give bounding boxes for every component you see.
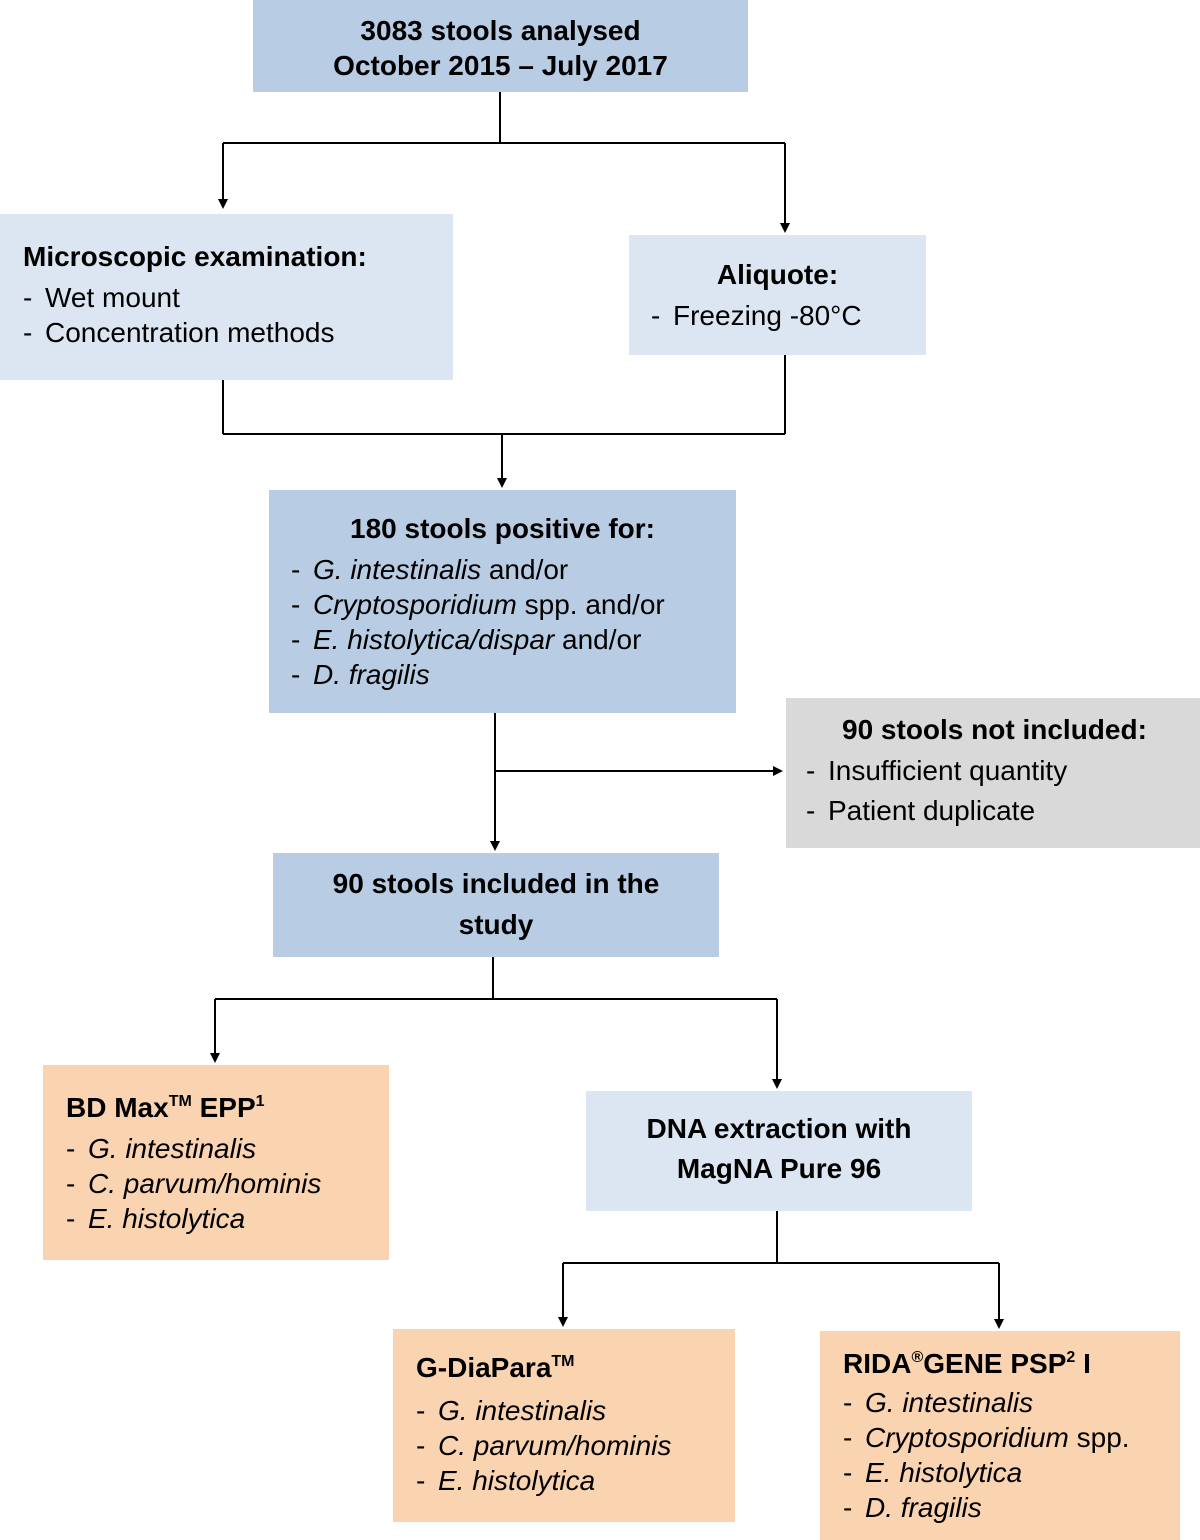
included-box: 90 stools included in the study [273,853,719,957]
ridagene-title: RIDA®GENE PSP2 I [843,1348,1091,1379]
microscopy-box: Microscopic examination: -Wet mount -Con… [0,214,453,380]
aliquote-title: Aliquote: [716,259,839,290]
positive-item: -E. histolytica/dispar and/or [291,624,642,655]
extraction-line1: DNA extraction with [646,1113,912,1144]
gdiapara-title: G-DiaParaTM [416,1352,575,1383]
ridagene-item: -E. histolytica [843,1457,1023,1488]
bdmax-title: BD MaxTM EPP1 [66,1092,265,1123]
ridagene-item: -D. fragilis [843,1492,982,1523]
microscopy-title: Microscopic examination: [23,241,367,272]
excluded-item: -Insufficient quantity [806,755,1068,786]
bdmax-item: -G. intestinalis [66,1133,257,1164]
positive-item: -D. fragilis [291,659,430,690]
extraction-box: DNA extraction with MagNA Pure 96 [586,1091,972,1211]
gdiapara-item: -G. intestinalis [416,1395,607,1426]
ridagene-item: -G. intestinalis [843,1387,1034,1418]
top-box-line1: 3083 stools analysed [360,15,641,46]
positive-title: 180 stools positive for: [350,513,655,544]
positive-item: -G. intestinalis and/or [291,554,569,585]
excluded-title: 90 stools not included: [842,714,1147,745]
gdiapara-item: -E. histolytica [416,1465,596,1496]
gdiapara-box: G-DiaParaTM -G. intestinalis -C. parvum/… [393,1329,735,1522]
top-box: 3083 stools analysed October 2015 – July… [253,0,748,92]
bdmax-item: -E. histolytica [66,1203,246,1234]
microscopy-item: -Concentration methods [23,317,335,348]
ridagene-item: -Cryptosporidium spp. [843,1422,1130,1453]
positive-item: -Cryptosporidium spp. and/or [291,589,665,620]
included-line2: study [458,909,534,940]
excluded-item: -Patient duplicate [806,795,1036,826]
microscopy-item: -Wet mount [23,282,180,313]
positive-box: 180 stools positive for: -G. intestinali… [269,490,736,713]
top-box-line2: October 2015 – July 2017 [333,50,668,81]
gdiapara-item: -C. parvum/hominis [416,1430,672,1461]
bdmax-box: BD MaxTM EPP1 -G. intestinalis -C. parvu… [43,1065,389,1260]
aliquote-item: -Freezing -80°C [651,300,862,331]
included-line1: 90 stools included in the [332,868,660,899]
ridagene-box: RIDA®GENE PSP2 I -G. intestinalis -Crypt… [820,1331,1180,1540]
extraction-line2: MagNA Pure 96 [676,1153,882,1184]
bdmax-item: -C. parvum/hominis [66,1168,322,1199]
excluded-box: 90 stools not included: -Insufficient qu… [786,698,1200,848]
aliquote-box: Aliquote: -Freezing -80°C [629,235,926,355]
